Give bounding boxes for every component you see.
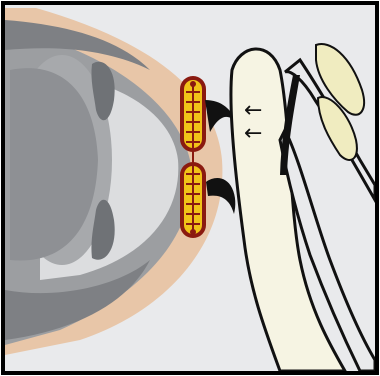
arrow-upper: ← bbox=[244, 98, 262, 123]
meibomian-gland-upper bbox=[180, 76, 206, 152]
meibomian-gland-lower bbox=[180, 160, 206, 238]
arrow-lower: ← bbox=[244, 121, 262, 146]
